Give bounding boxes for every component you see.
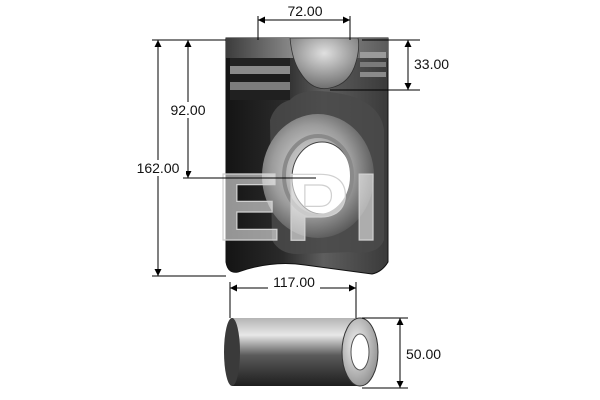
watermark-logo: EPI (217, 154, 384, 261)
dim-label-pin-diameter: 50.00 (406, 346, 441, 362)
dim-label-compression-height: 92.00 (170, 102, 205, 118)
ring-grooves (230, 52, 386, 100)
combustion-bowl (289, 37, 360, 90)
pin-cylinder (232, 318, 360, 386)
pin-bore-hole (350, 333, 370, 371)
pin-left-end (224, 318, 240, 386)
dim-label-pin-length: 117.00 (273, 274, 315, 290)
piston (225, 37, 389, 275)
piston-pin (224, 317, 379, 387)
dim-label-total-height: 162.00 (137, 160, 180, 176)
dim-label-bowl-diameter: 72.00 (287, 3, 322, 19)
dimension-lines (152, 16, 420, 389)
dim-label-ring-zone-height: 33.00 (414, 56, 449, 72)
